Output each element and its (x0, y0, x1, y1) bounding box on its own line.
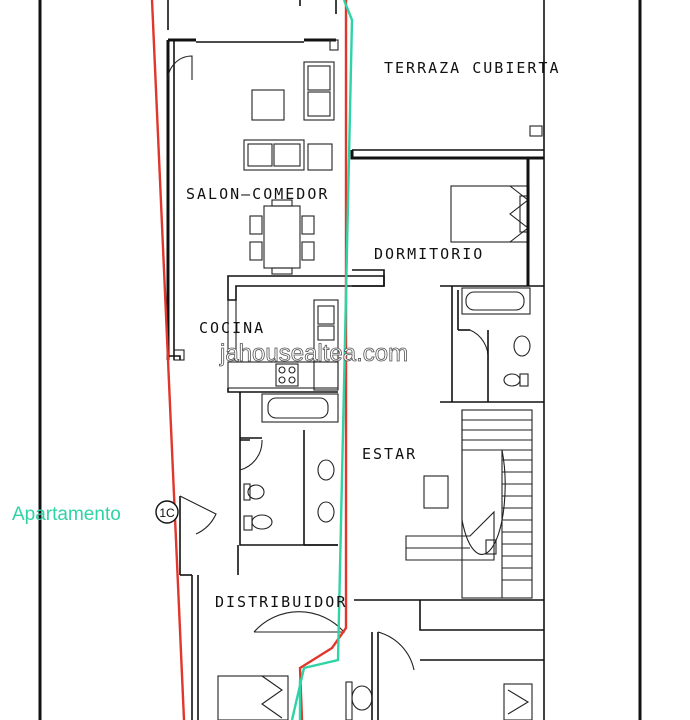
estar-furniture (405, 475, 497, 561)
bano-right (440, 286, 544, 403)
stairs (461, 409, 533, 599)
distribuidor-label: DISTRIBUIDOR (215, 593, 347, 611)
apartment-badge-circle (155, 500, 179, 524)
green-apartment-outline (290, 0, 354, 720)
salon-comedor-label: SALON–COMEDOR (186, 185, 329, 203)
dormitorio-walls (350, 149, 544, 287)
dormitorio-label: DORMITORIO (374, 245, 484, 263)
salon-walls (166, 0, 337, 360)
cocina-label: COCINA (199, 319, 265, 337)
estar-label: ESTAR (362, 445, 417, 463)
columns (173, 39, 543, 361)
cocina-walls (227, 275, 385, 393)
terraza-label: TERRAZA CUBIERTA (384, 59, 561, 77)
bano-left (239, 392, 339, 546)
watermark: jahousealtea.com (219, 340, 408, 367)
apartment-label: Apartamento (12, 504, 121, 525)
salon-furniture (243, 61, 335, 275)
entry-door (179, 495, 217, 576)
distribuidor-walls (191, 544, 544, 720)
apartment-badge: 1C (159, 506, 175, 520)
